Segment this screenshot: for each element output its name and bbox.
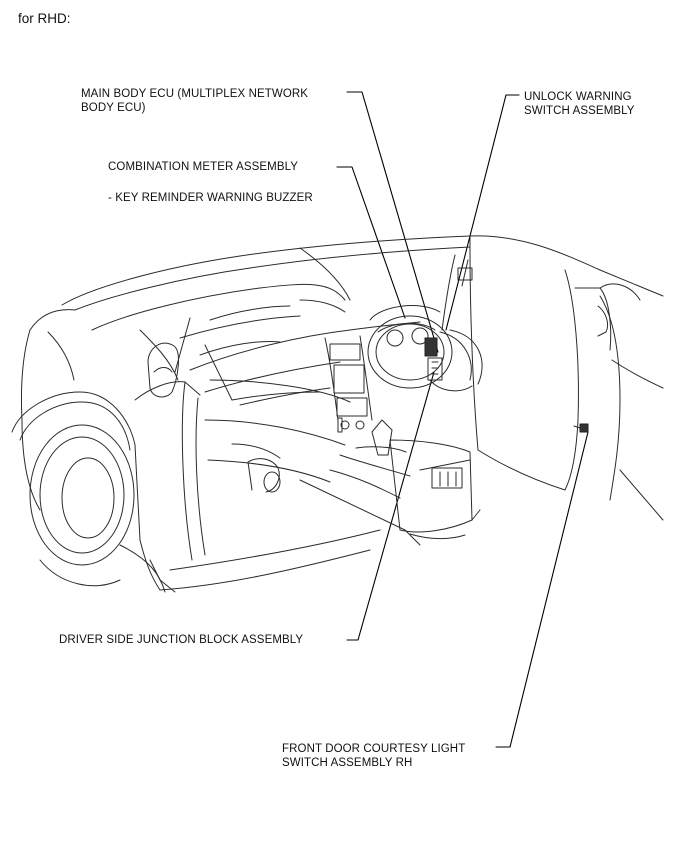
leader-main-body-ecu [346, 91, 439, 353]
label-combination-meter: COMBINATION METER ASSEMBLY [108, 161, 299, 173]
leader-junction-block [346, 371, 435, 641]
leader-unlock-warning [445, 94, 520, 331]
car-body-outline [11, 235, 664, 593]
leader-combination-meter [336, 166, 406, 319]
label-courtesy-switch-line1: FRONT DOOR COURTESY LIGHT [282, 743, 466, 755]
label-key-reminder-buzzer: - KEY REMINDER WARNING BUZZER [108, 192, 313, 204]
label-main-body-ecu-line2: BODY ECU) [81, 102, 146, 114]
leader-courtesy-switch [495, 431, 589, 748]
diagram-header: for RHD: [18, 11, 71, 26]
label-courtesy-switch-line2: SWITCH ASSEMBLY RH [282, 757, 413, 769]
label-main-body-ecu-line1: MAIN BODY ECU (MULTIPLEX NETWORK [81, 88, 309, 100]
leader-lines [336, 91, 589, 748]
label-unlock-warning-line2: SWITCH ASSEMBLY [524, 105, 635, 117]
label-unlock-warning-line1: UNLOCK WARNING [524, 91, 632, 103]
label-driver-junction-block: DRIVER SIDE JUNCTION BLOCK ASSEMBLY [59, 634, 304, 646]
